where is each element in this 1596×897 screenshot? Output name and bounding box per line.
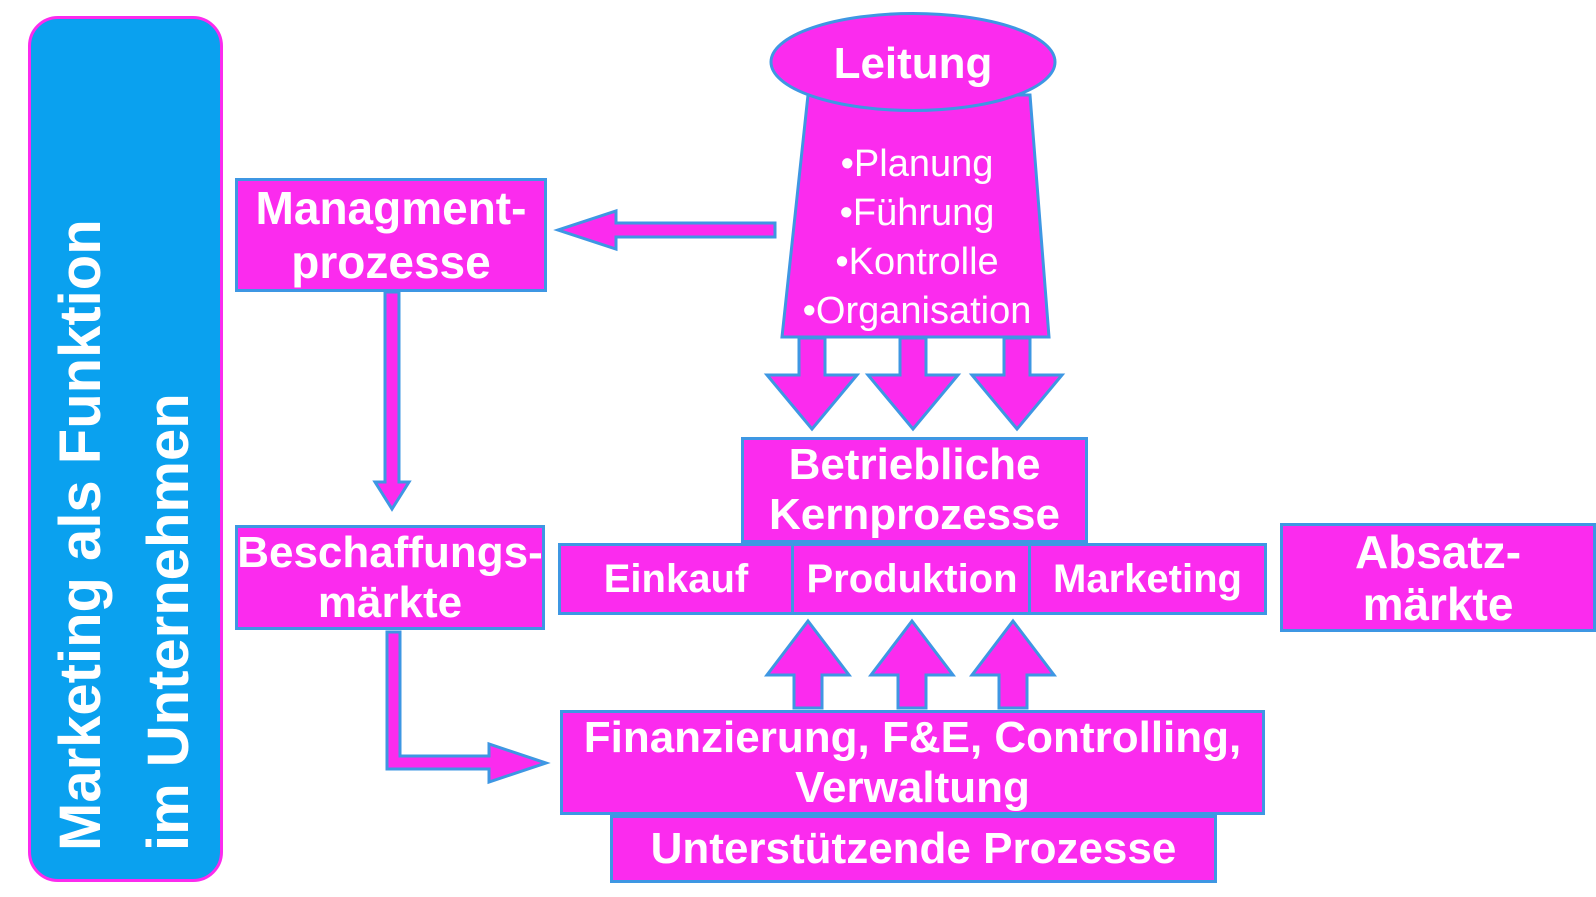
procurement-markets-box: Beschaffungs- märkte <box>235 525 545 630</box>
kern-line2: Kernprozesse <box>768 490 1060 539</box>
arrow-beschaffung-to-support-icon <box>385 630 551 785</box>
support-line2: Verwaltung <box>795 762 1030 812</box>
down-arrow-1-icon <box>763 336 861 432</box>
sidebar-title-line1: Marketing als Funktion <box>48 219 113 851</box>
up-arrow-2-icon <box>867 618 957 710</box>
management-line1: Managment- <box>255 182 527 234</box>
list-item-fuehrung: •Führung <box>839 192 995 234</box>
list-item-organisation: •Organisation <box>802 290 1032 332</box>
list-item-kontrolle: •Kontrolle <box>835 241 999 283</box>
core-row-marketing-box: Marketing <box>1028 543 1267 615</box>
sales-markets-box: Absatz- märkte <box>1280 523 1596 632</box>
support-line1: Finanzierung, F&E, Controlling, <box>583 712 1242 762</box>
arrow-management-to-beschaffung-icon <box>372 290 412 512</box>
kern-line1: Betriebliche <box>788 440 1041 489</box>
sidebar-title-panel: Marketing als Funktion im Unternehmen <box>28 16 223 882</box>
absatz-line1: Absatz- <box>1354 525 1522 578</box>
support-functions-box: Finanzierung, F&E, Controlling, Verwaltu… <box>560 710 1265 815</box>
supporting-processes-box: Unterstützende Prozesse <box>610 815 1217 883</box>
core-processes-box: Betriebliche Kernprozesse <box>741 437 1088 543</box>
beschaffung-line2: märkte <box>317 577 463 627</box>
sidebar-title-text: Marketing als Funktion im Unternehmen <box>31 19 220 879</box>
leitung-label: Leitung <box>833 39 993 88</box>
down-arrow-3-icon <box>968 336 1066 432</box>
list-item-planung: •Planung <box>840 143 994 185</box>
sidebar-title-line2: im Unternehmen <box>136 393 201 851</box>
arrow-leitung-to-management-icon <box>553 208 777 252</box>
management-line2: prozesse <box>291 236 491 288</box>
management-processes-box: Managment- prozesse <box>235 178 547 292</box>
down-arrow-2-icon <box>864 336 962 432</box>
up-arrow-1-icon <box>763 618 853 710</box>
beschaffung-line1: Beschaffungs- <box>237 527 543 577</box>
core-row-produktion-box: Produktion <box>791 543 1033 615</box>
up-arrow-3-icon <box>968 618 1058 710</box>
core-row-einkauf-box: Einkauf <box>558 543 794 615</box>
absatz-line2: märkte <box>1362 577 1514 630</box>
leitung-ellipse <box>769 12 1057 112</box>
leitung-task-list: •Planung •Führung •Kontrolle •Organisati… <box>767 138 1067 338</box>
